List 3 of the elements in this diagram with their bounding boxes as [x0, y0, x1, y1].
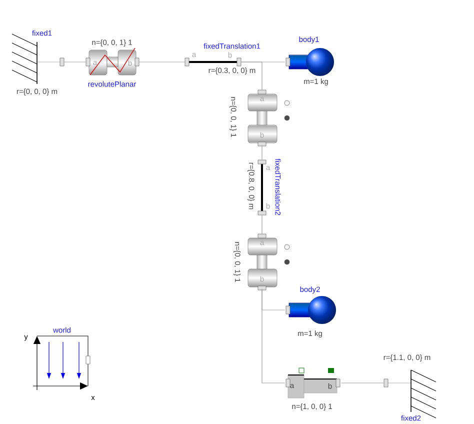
connection-line [262, 288, 286, 384]
connection-line [240, 62, 262, 90]
connection-line [340, 382, 384, 384]
